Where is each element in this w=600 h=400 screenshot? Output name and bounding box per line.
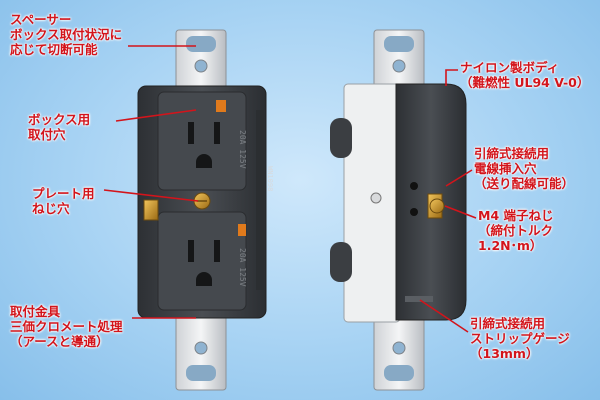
label-plate-screw: プレート用 ねじ穴 — [32, 186, 95, 216]
side-bottom-slot — [384, 365, 414, 381]
side-terminal-screw — [429, 198, 445, 214]
side-wire-hole-2 — [410, 208, 418, 216]
front-lower-slot-right — [214, 240, 220, 262]
leader-strip-gauge — [419, 299, 469, 333]
label-box-hole: ボックス用 取付穴 — [28, 112, 91, 142]
leader-terminal — [444, 205, 477, 219]
front-upper-slot-left — [188, 122, 194, 144]
side-back-lump-lower — [330, 242, 352, 282]
front-lower-face — [157, 211, 247, 311]
front-bottom-slot — [186, 365, 216, 381]
label-spacer: スペーサー ボックス取付状況に 応じて切断可能 — [10, 12, 123, 57]
leader-box-hole — [115, 109, 197, 122]
side-plate-screw — [370, 192, 382, 204]
front-upper-face — [157, 91, 247, 191]
side-top-slot — [384, 36, 414, 52]
front-upper-indicator — [216, 100, 226, 112]
front-upper-slot-right — [214, 122, 220, 144]
front-side-rib — [256, 110, 264, 290]
front-rating-upper: 20A 125V — [238, 130, 247, 169]
front-top-slot — [186, 36, 216, 52]
label-terminal: M4 端子ねじ （締付トルク 1.2N･m） — [478, 208, 554, 253]
side-wire-hole-1 — [410, 182, 418, 190]
front-bottom-box-hole — [194, 341, 208, 355]
front-side-terminal — [143, 199, 159, 221]
side-bottom-hole — [392, 341, 406, 355]
front-upper-ground — [196, 154, 212, 168]
front-lower-indicator — [238, 224, 246, 236]
front-top-box-hole — [194, 59, 208, 73]
side-back-lump-upper — [330, 118, 352, 158]
leader-plate-screw — [103, 189, 199, 202]
side-strip-gauge — [405, 296, 433, 302]
leader-lines — [103, 45, 477, 333]
label-pull-hole: 引締式接続用 電線挿入穴 （送り配線可能） — [474, 146, 575, 191]
front-lower-ground — [196, 272, 212, 286]
label-strip-gauge: 引締式接続用 ストリップゲージ （13mm） — [470, 316, 570, 361]
side-marking: WN1098 — [266, 166, 274, 191]
label-metal-fitting: 取付金具 三価クロメート処理 （アースと導通） — [10, 304, 123, 349]
leader-pull-hole — [445, 169, 473, 187]
side-top-hole — [392, 59, 406, 73]
side-inner-frame — [343, 83, 401, 323]
leader-nylon-body — [445, 69, 458, 86]
label-nylon-body: ナイロン製ボディ （難燃性 UL94 V-0） — [460, 60, 590, 90]
front-receptacle — [137, 29, 267, 391]
front-lower-slot-left — [188, 240, 194, 262]
front-rating-lower: 20A 125V — [238, 248, 247, 287]
side-receptacle — [330, 29, 467, 391]
